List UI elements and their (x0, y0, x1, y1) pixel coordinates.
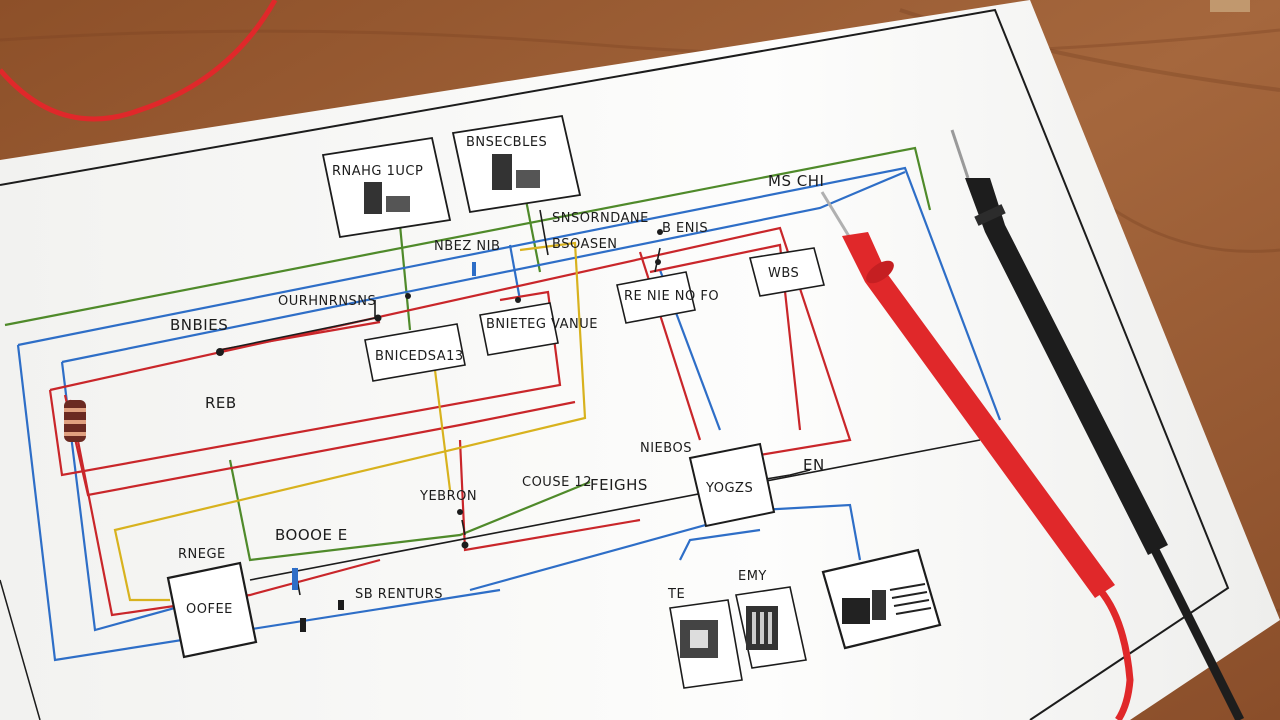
center-box-2-label: BNIETEG VANUE (486, 317, 598, 332)
top-box-1-label: RNAHG 1UCP (332, 164, 423, 179)
center-box-1: BNICEDSA13 (364, 323, 466, 382)
bottom-left-box: OOFEE (166, 561, 258, 659)
label-b-enis: B ENIS (662, 221, 708, 236)
label-te: TE (667, 587, 685, 602)
right-box-1-label: WBS (768, 266, 799, 281)
bottom-component-1 (669, 599, 743, 689)
label-emy: EMY (738, 569, 767, 584)
bottom-component-3 (821, 548, 942, 650)
right-box-2-label: YOGZS (705, 481, 753, 496)
bottom-component-2 (735, 586, 807, 669)
label-yebron: YEBRON (419, 489, 477, 504)
label-sb-renturs: SB RENTURS (355, 587, 443, 602)
loose-red-wire (0, 0, 278, 122)
label-reb: REB (205, 394, 237, 412)
label-niebos: NIEBOS (640, 441, 692, 456)
red-probe (820, 191, 1134, 720)
label-rnege: RNEGE (178, 547, 226, 562)
top-box-2: BNSECBLES (451, 114, 582, 214)
wires-green (4, 146, 932, 562)
right-box-1: WBS (749, 247, 826, 297)
top-box-1: RNAHG 1UCP (321, 136, 452, 239)
label-couse-12: COUSE 12 (522, 475, 592, 490)
right-box-2: YOGZS (688, 442, 776, 528)
label-ourhnrnsns: OURHNRNSNS (278, 294, 376, 309)
label-en: EN (803, 456, 825, 474)
label-bsoasen: BSOASEN (552, 237, 618, 252)
junction-dots (216, 229, 663, 549)
center-right-box: RE NIE NO FO (616, 271, 719, 324)
center-right-box-label: RE NIE NO FO (624, 289, 719, 304)
label-snsorndane: SNSORNDANE (552, 211, 649, 226)
label-bnbies: BNBIES (170, 316, 228, 334)
label-feighs: FEIGHS (590, 476, 648, 494)
resistor-icon (64, 400, 86, 442)
label-nbez-nib: NBEZ NIB (434, 239, 500, 254)
small-symbols (292, 262, 476, 632)
label-ms-chi: MS CHI (768, 172, 824, 190)
bottom-left-box-label: OOFEE (186, 602, 233, 617)
center-box-2: BNIETEG VANUE (479, 302, 598, 356)
top-box-2-label: BNSECBLES (466, 135, 547, 150)
black-probe (950, 129, 1245, 720)
wires-blue (16, 166, 1002, 662)
center-box-1-label: BNICEDSA13 (375, 349, 464, 364)
label-boooe-e: BOOOE E (275, 526, 348, 544)
